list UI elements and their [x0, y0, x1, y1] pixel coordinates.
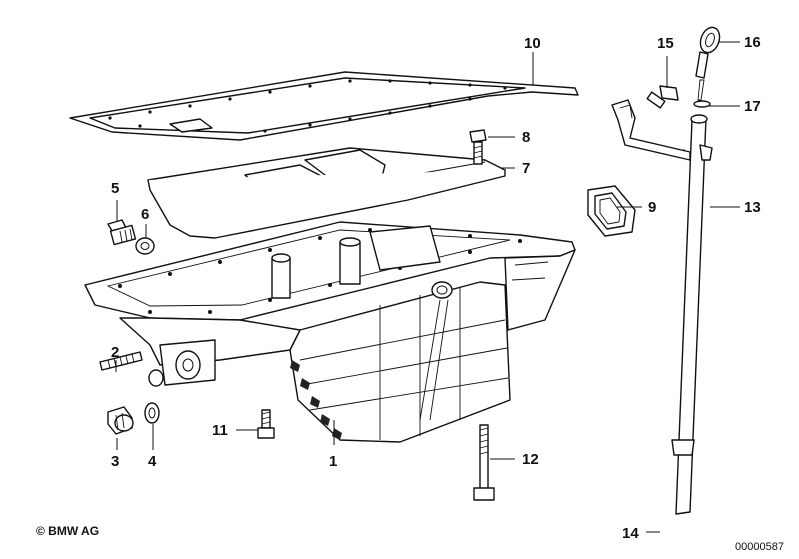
label-part-11: 11 [212, 422, 228, 439]
baffle-bolt [469, 129, 487, 165]
part-labels: 10 8 7 9 13 15 16 17 5 6 2 3 4 11 1 12 1… [111, 34, 761, 542]
label-part-5: 5 [111, 180, 119, 197]
label-part-7: 7 [522, 160, 530, 177]
document-number: 00000587 [735, 541, 784, 553]
copyright-notice: © BMW AG [36, 524, 100, 538]
oil-pan [84, 221, 576, 443]
dipstick [695, 26, 721, 101]
label-part-12: 12 [522, 451, 539, 468]
label-part-16: 16 [744, 34, 761, 51]
oil-pan-bolt-short [257, 409, 275, 439]
oil-pan-gasket [69, 71, 579, 141]
label-part-6: 6 [141, 206, 149, 223]
drain-plug-lower [107, 406, 134, 435]
dipstick-o-ring [693, 100, 711, 108]
label-part-14: 14 [622, 525, 639, 542]
leader-lines [115, 41, 740, 533]
label-part-10: 10 [524, 35, 541, 52]
label-part-9: 9 [648, 199, 656, 216]
oil-pan-bolt-long [473, 424, 495, 501]
label-part-15: 15 [657, 35, 674, 52]
stud-bolt [99, 351, 143, 371]
label-part-1: 1 [329, 453, 337, 470]
oil-pump-seal [587, 185, 636, 237]
oil-baffle-plate [147, 147, 506, 239]
drain-plug-upper [107, 219, 137, 246]
label-part-3: 3 [111, 453, 119, 470]
label-part-4: 4 [148, 453, 157, 470]
label-part-8: 8 [522, 129, 530, 146]
label-part-17: 17 [744, 98, 761, 115]
label-part-2: 2 [111, 344, 119, 361]
dipstick-guide-tube [671, 114, 713, 515]
dipstick-bracket [611, 99, 691, 161]
label-part-13: 13 [744, 199, 761, 216]
sealing-ring-lower [144, 402, 160, 424]
sealing-ring-upper [135, 237, 155, 255]
bracket-bolt [646, 85, 679, 109]
